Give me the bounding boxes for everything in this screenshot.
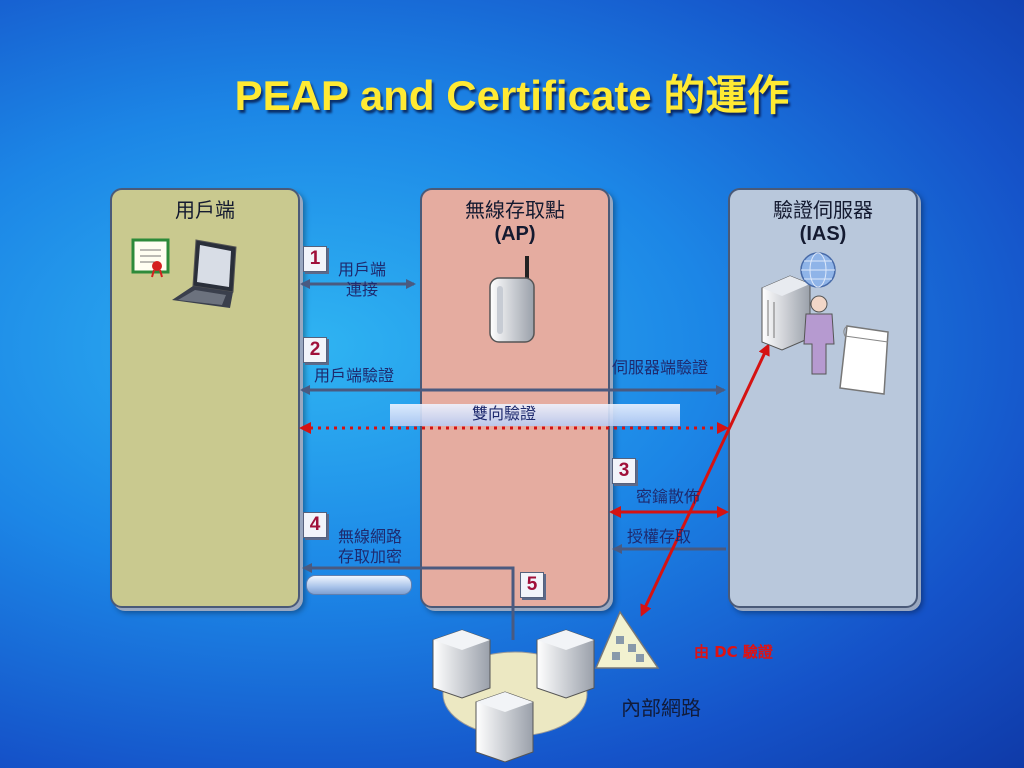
- laptop-icon: [172, 239, 237, 308]
- label-client-connect-line2: 連接: [345, 280, 378, 299]
- ap-panel: 無線存取點 (AP): [420, 188, 610, 608]
- label-mutual-auth: 雙向驗證: [472, 404, 537, 423]
- step-marker-2: 2: [303, 337, 327, 363]
- globe-icon: [800, 252, 836, 288]
- label-dc-validation: 由 DC 驗證: [694, 643, 773, 661]
- ap-panel-name: 無線存取點: [465, 198, 565, 222]
- router-icon: [489, 256, 535, 343]
- arrow-ap-to-client: [302, 563, 515, 640]
- ap-panel-title: 無線存取點 (AP): [422, 198, 608, 246]
- label-wireless-encryption-line1: 無線網路: [337, 527, 402, 546]
- step-marker-4: 4: [303, 512, 327, 538]
- page-title: PEAP and Certificate 的運作: [234, 72, 790, 119]
- label-server-auth: 伺服器端驗證: [612, 358, 709, 377]
- label-internal-network: 內部網路: [621, 696, 701, 720]
- step-marker-1: 1: [303, 246, 327, 272]
- server-icon: [432, 629, 491, 699]
- label-authorize-access: 授權存取: [627, 527, 692, 546]
- ias-panel-name: 驗證伺服器: [773, 198, 873, 222]
- person-icon: [803, 295, 835, 375]
- domain-controller-icon: [594, 610, 660, 669]
- server-icon: [475, 691, 534, 763]
- ias-server-icon: [761, 275, 811, 351]
- certificate-icon: [131, 238, 170, 278]
- ias-panel-subtitle: (IAS): [799, 223, 847, 245]
- encrypted-tunnel-icon: [306, 575, 412, 595]
- server-icon: [536, 629, 595, 699]
- document-icon: [839, 325, 889, 395]
- step-marker-3: 3: [612, 458, 636, 484]
- label-key-distribution: 密鑰散佈: [636, 487, 701, 506]
- ap-panel-subtitle: (AP): [494, 223, 536, 245]
- step-marker-5: 5: [520, 572, 544, 598]
- mutual-auth-highlight: [390, 404, 680, 426]
- label-wireless-encryption: 無線網路 存取加密: [326, 527, 414, 567]
- arrow-dc-validation: [640, 343, 770, 617]
- label-client-connect: 用戶端 連接: [330, 260, 394, 300]
- label-wireless-encryption-line2: 存取加密: [337, 547, 402, 566]
- label-client-connect-line1: 用戶端: [337, 260, 386, 279]
- label-client-auth: 用戶端驗證: [314, 366, 395, 385]
- client-panel-title: 用戶端: [175, 198, 235, 222]
- ias-panel-title: 驗證伺服器 (IAS): [730, 198, 916, 246]
- internal-network-icon: [432, 629, 595, 763]
